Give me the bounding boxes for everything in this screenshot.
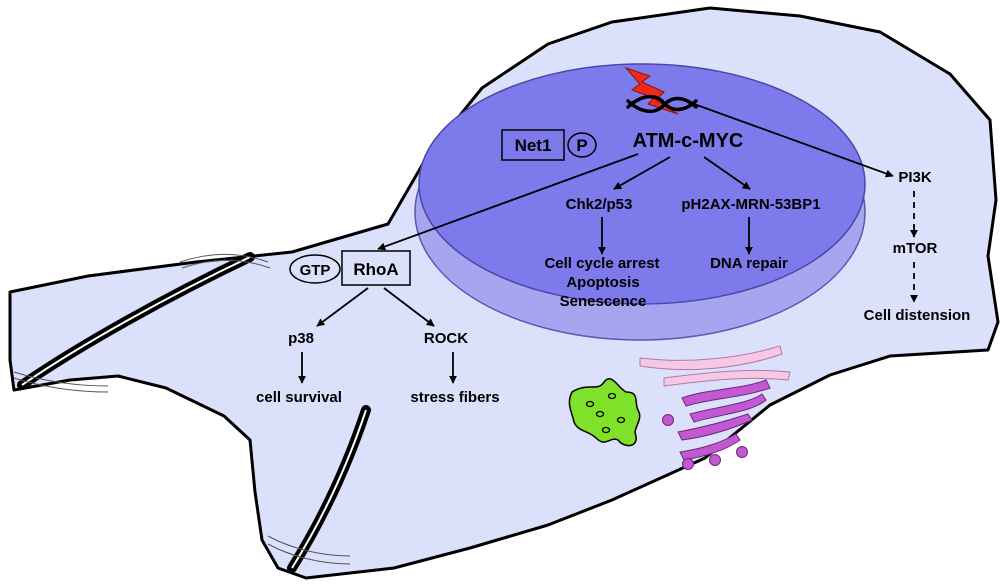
cell-survival-label: cell survival — [256, 389, 342, 406]
mitochondria-icon — [639, 345, 791, 387]
p38-label: p38 — [288, 330, 314, 347]
arrow-helix-to-pi3k — [693, 103, 894, 178]
stress-fiber-left — [13, 252, 271, 393]
stress-fibers-label: stress fibers — [410, 389, 499, 406]
arrow-rhoa-to-rock — [383, 287, 435, 327]
arrow-rhoa-to-p38 — [316, 287, 369, 327]
arrow-atm-to-rhoa — [377, 153, 639, 251]
dna-repair-label: DNA repair — [710, 255, 788, 272]
chk2-p53-label: Chk2/p53 — [566, 196, 633, 213]
gtp-label: GTP — [300, 262, 331, 279]
outcome-apoptosis: Apoptosis — [566, 274, 639, 291]
lightning-icon — [624, 66, 679, 115]
arrow-atm-to-chk2 — [613, 156, 671, 190]
gtp-ellipse — [289, 254, 341, 284]
outcome-cell-cycle-arrest: Cell cycle arrest — [544, 255, 659, 272]
net1-label: Net1 — [515, 136, 552, 155]
nucleus — [418, 63, 866, 305]
net1-box — [501, 129, 565, 161]
atm-cmyc-label: ATM-c-MYC — [633, 130, 744, 152]
arrow-atm-to-ph2ax — [703, 156, 751, 190]
mtor-label: mTOR — [893, 240, 938, 257]
rock-label: ROCK — [424, 330, 468, 347]
phospho-label: P — [576, 136, 587, 155]
dna-helix-icon — [626, 95, 698, 113]
rhoa-box — [341, 250, 411, 286]
ph2ax-label: pH2AX-MRN-53BP1 — [681, 196, 820, 213]
outcome-senescence: Senescence — [560, 293, 647, 310]
pathway-arrows — [298, 103, 918, 384]
stress-fiber-bottom — [267, 405, 371, 573]
endoplasmic-reticulum-icon — [662, 379, 771, 470]
phospho-circle — [567, 132, 597, 158]
golgi-icon — [568, 378, 641, 447]
cell-distension-label: Cell distension — [864, 307, 971, 324]
rhoa-label: RhoA — [353, 260, 398, 279]
pi3k-label: PI3K — [898, 169, 932, 186]
